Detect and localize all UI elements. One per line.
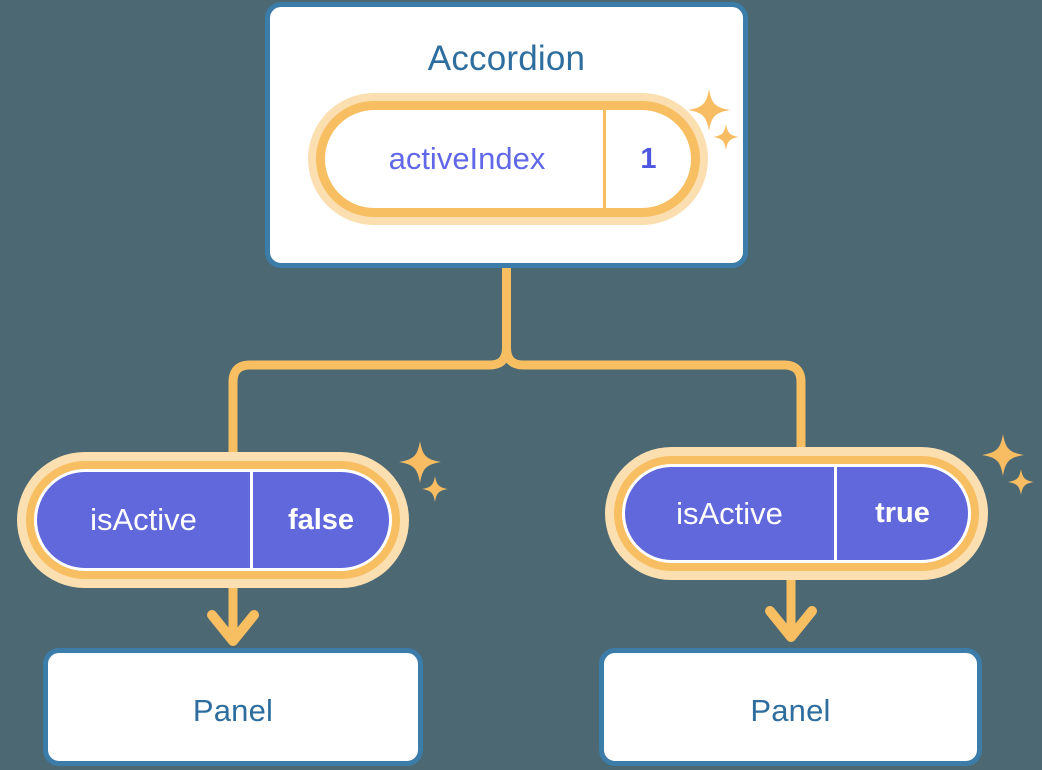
state-value-label: 1 [640, 142, 657, 175]
component-card-panel-left[interactable]: Panel [43, 648, 423, 766]
branch-connector-icon [228, 263, 806, 460]
page-title: Accordion [427, 39, 586, 78]
prop-value-label: false [287, 503, 355, 536]
pill-body: activeIndex 1 [325, 110, 691, 208]
prop-value-label: true [875, 497, 930, 529]
pill-divider [250, 472, 253, 568]
state-pill-active-index[interactable]: activeIndex 1 [308, 93, 708, 225]
prop-pill-is-active-true[interactable]: isActive true [605, 447, 988, 580]
arrow-down-icon-right [765, 578, 817, 642]
arrow-down-icon-left [207, 584, 259, 646]
prop-pill-is-active-false[interactable]: isActive false [17, 452, 409, 588]
pill-body: isActive false [34, 469, 392, 571]
pill-body: isActive true [622, 464, 971, 563]
prop-key-label: isActive [676, 495, 783, 531]
state-key-label: activeIndex [388, 141, 546, 176]
panel-title: Panel [750, 693, 831, 728]
pill-divider [834, 467, 837, 560]
prop-key-label: isActive [90, 502, 197, 537]
component-card-panel-right[interactable]: Panel [599, 648, 982, 766]
pill-divider [603, 110, 606, 208]
panel-title: Panel [192, 693, 274, 728]
